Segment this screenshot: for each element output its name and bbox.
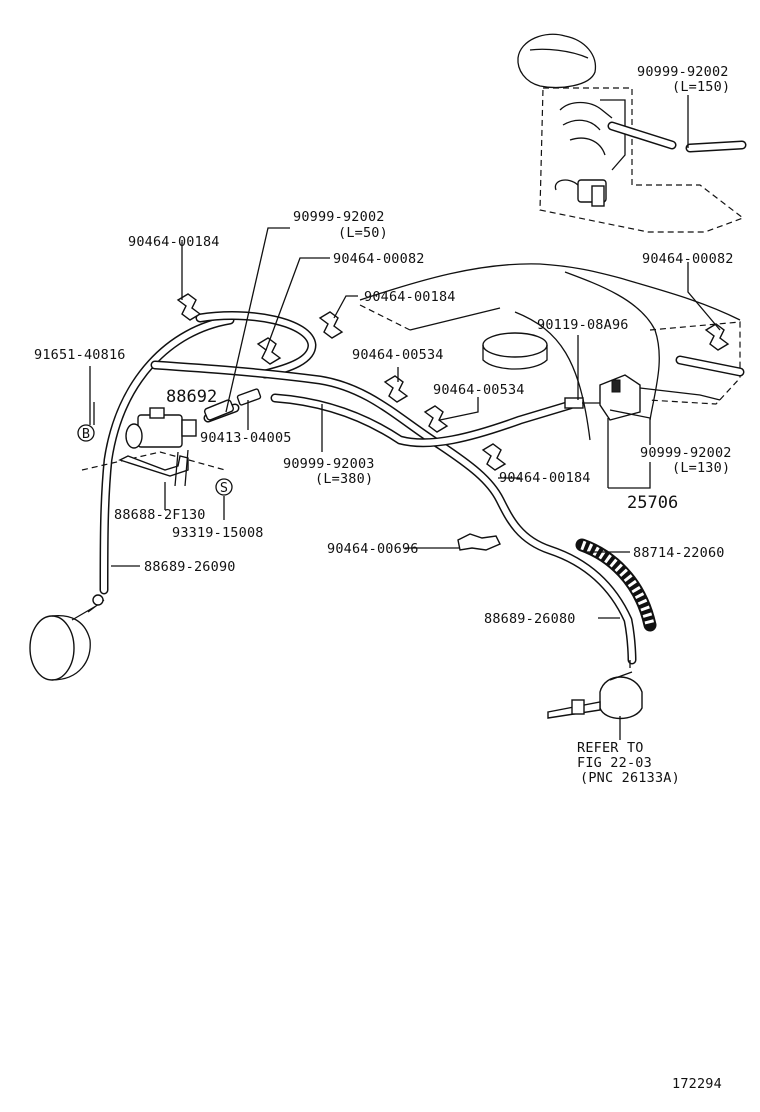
clips [176, 293, 730, 551]
figure-number: 172294 [672, 1076, 722, 1092]
part-90464-00082: 90464-00082 [333, 251, 425, 267]
part-90464-00184: 90464-00184 [128, 234, 220, 250]
part-88689-26080: 88689-26080 [484, 611, 576, 627]
vacuum-actuator [547, 660, 643, 720]
marker-b: B [77, 424, 95, 442]
fuel-tank [359, 263, 741, 441]
svg-text:B: B [82, 426, 90, 442]
part-90464-00082: 90464-00082 [642, 251, 734, 267]
part-labels: 90999-92002 (L=150) 90999-92002 (L=50) 9… [34, 64, 734, 1092]
part-90464-00184: 90464-00184 [364, 289, 456, 305]
part-93319-15008: 93319-15008 [172, 525, 264, 541]
part-90999-92002: 90999-92002 [640, 445, 732, 461]
part-91651-40816: 91651-40816 [34, 347, 126, 363]
vsv-assembly [81, 407, 226, 487]
canister-left [29, 594, 105, 681]
length-note: (L=380) [315, 471, 373, 487]
part-90464-00184: 90464-00184 [499, 470, 591, 486]
part-88689-26090: 88689-26090 [144, 559, 236, 575]
part-90999-92002: 90999-92002 [637, 64, 729, 80]
leader-lines [89, 95, 721, 740]
part-90119-08a96: 90119-08A96 [537, 317, 629, 333]
length-note: (L=130) [672, 460, 730, 476]
refer-note: (PNC 26133A) [580, 770, 680, 786]
part-88714-22060: 88714-22060 [633, 545, 725, 561]
inset-detail [517, 33, 747, 233]
length-note: (L=50) [338, 225, 388, 241]
part-90999-92002: 90999-92002 [293, 209, 385, 225]
part-90464-00534: 90464-00534 [433, 382, 525, 398]
part-90464-00534: 90464-00534 [352, 347, 444, 363]
bracket-25706 [564, 374, 641, 421]
part-88688-2f130: 88688-2F130 [114, 507, 206, 523]
marker-s: S [215, 478, 233, 496]
refer-note: REFER TO [577, 740, 644, 756]
part-25706: 25706 [627, 493, 678, 513]
length-note: (L=150) [672, 79, 730, 95]
part-90464-00696: 90464-00696 [327, 541, 419, 557]
part-88692: 88692 [166, 387, 217, 407]
part-90999-92003: 90999-92003 [283, 456, 375, 472]
part-90413-04005: 90413-04005 [200, 430, 292, 446]
refer-note: FIG 22-03 [577, 755, 652, 771]
svg-text:S: S [220, 480, 228, 496]
